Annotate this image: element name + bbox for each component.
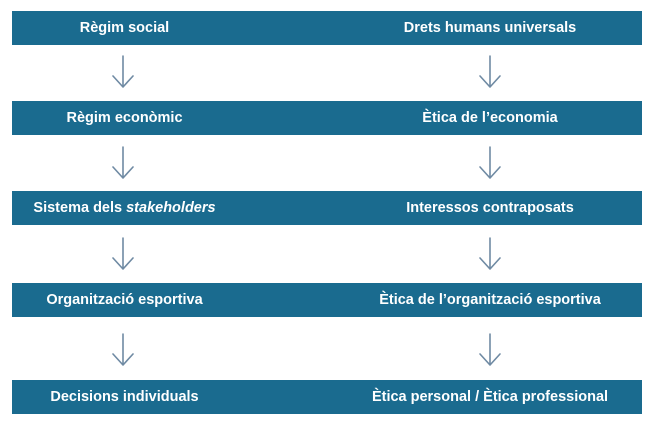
left-box-3: Sistema dels stakeholders <box>12 191 237 225</box>
level-band-2: Règim econòmic Ètica de l’economia <box>12 101 642 135</box>
arrow-down-icon <box>478 146 502 180</box>
arrow-down-icon <box>111 146 135 180</box>
left-box-1: Règim social <box>79 20 170 36</box>
arrow-down-icon <box>478 237 502 271</box>
left-box-5: Decisions individuals <box>50 389 199 405</box>
level-band-5: Decisions individuals Ètica personal / È… <box>12 380 642 414</box>
level-band-3: Sistema dels stakeholders Interessos con… <box>12 191 642 225</box>
level-band-1: Règim social Drets humans universals <box>12 11 642 45</box>
left-box-2: Règim econòmic <box>66 110 183 126</box>
right-box-1: Drets humans universals <box>403 20 577 36</box>
level-band-4: Organització esportiva Ètica de l’organi… <box>12 283 642 317</box>
left-box-3-prefix: Sistema dels <box>33 200 127 216</box>
arrow-down-icon <box>478 333 502 367</box>
left-box-3-emphasis: stakeholders <box>126 200 216 216</box>
arrow-down-icon <box>478 55 502 89</box>
arrow-down-icon <box>111 333 135 367</box>
right-box-4: Ètica de l’organització esportiva <box>379 292 601 308</box>
right-box-2: Ètica de l’economia <box>422 110 558 126</box>
arrow-down-icon <box>111 55 135 89</box>
right-box-3: Interessos contraposats <box>406 200 574 216</box>
right-box-5: Ètica personal / Ètica professional <box>371 389 609 405</box>
arrow-down-icon <box>111 237 135 271</box>
left-box-4: Organització esportiva <box>46 292 203 308</box>
